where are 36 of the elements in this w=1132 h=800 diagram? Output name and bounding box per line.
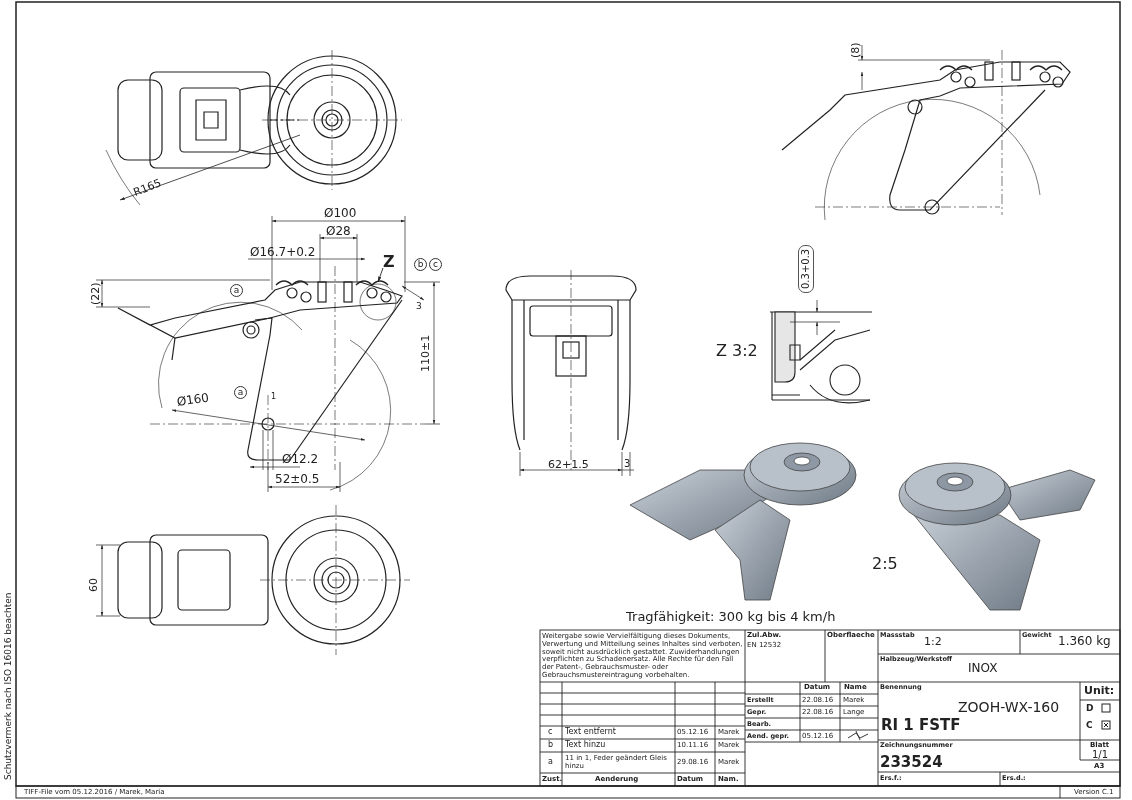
field-value: INOX (968, 662, 998, 674)
view-label: Z 3:2 (716, 343, 758, 359)
table-text: b (548, 741, 554, 749)
table-text: Text entfernt (565, 728, 616, 736)
dimension-value: Ø28 (326, 225, 351, 237)
dimension-value: Ø100 (324, 207, 357, 219)
dimension-value: 0.3+0.3 (798, 244, 814, 293)
dimension-value: Ø160 (176, 391, 210, 408)
part-code: ZOOH-WX-160 (958, 700, 1060, 714)
unit-option: D (1086, 704, 1094, 713)
part-designation: RI 1 FSTF (881, 718, 961, 733)
load-capacity-note: Tragfähigkeit: 300 kg bis 4 km/h (626, 610, 836, 623)
field-value: 1.360 kg (1058, 635, 1111, 647)
dimension-value: R165 (132, 177, 163, 199)
dimension-value: 3 (416, 302, 422, 311)
table-text: Text hinzu (565, 741, 606, 749)
dimension-value: (22) (90, 282, 101, 305)
protection-note: Schutzvermerk nach ISO 16016 beachten (4, 592, 13, 780)
dimension-value: (8) (850, 42, 861, 58)
scale-label: 2:5 (872, 556, 898, 572)
unit-option: C (1086, 721, 1093, 730)
dimension-value: 3 (624, 459, 631, 469)
dimension-value: Ø12.2 (282, 453, 319, 465)
dimension-value: 110±1 (420, 334, 431, 372)
detail-marker: Z (383, 254, 395, 270)
field-label: Unit: (1084, 685, 1115, 696)
dimension-value: Ø16.7+0.2 (250, 246, 316, 258)
dimension-value: 52±0.5 (275, 473, 320, 485)
table-text: a (548, 758, 553, 766)
drawing-number: 233524 (880, 755, 943, 770)
dimension-value: 62+1.5 (548, 459, 589, 470)
table-text: c (548, 728, 553, 736)
dimension-value: 1 (271, 393, 277, 401)
dimension-value: 60 (88, 578, 99, 592)
field-value: 1:2 (924, 636, 942, 647)
field-value: 1/1 (1092, 750, 1109, 760)
